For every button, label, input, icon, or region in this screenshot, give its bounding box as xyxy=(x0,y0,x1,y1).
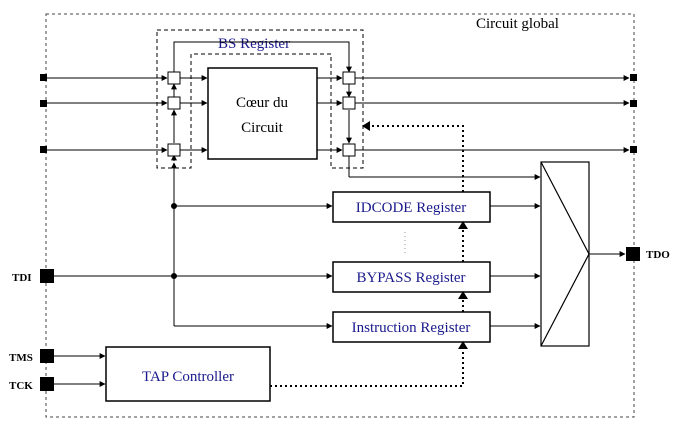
left-bs-cells xyxy=(167,71,181,157)
input-pin-1 xyxy=(40,74,47,81)
right-bs-cells xyxy=(342,71,356,157)
bs-chain-wires xyxy=(171,41,352,161)
bs-cell xyxy=(167,143,181,157)
instruction-register-label: Instruction Register xyxy=(352,320,471,336)
tap-inputs xyxy=(54,353,106,387)
input-lines xyxy=(47,75,168,153)
bs-cell xyxy=(342,96,356,110)
tdi-wiring xyxy=(54,162,333,329)
core-circuit-box xyxy=(207,67,318,160)
tdo-pin xyxy=(626,247,640,261)
circuit-global-boundary xyxy=(45,13,635,418)
bs-cell xyxy=(167,71,181,85)
core-circuit-line1: Cœur du xyxy=(236,95,289,111)
tck-pin xyxy=(40,377,54,391)
cells-to-core xyxy=(180,75,208,153)
output-lines xyxy=(355,75,630,153)
bs-cell xyxy=(167,96,181,110)
bs-cell xyxy=(342,143,356,157)
idcode-register-box xyxy=(332,191,491,223)
bs-cell xyxy=(342,71,356,85)
output-pin-3 xyxy=(630,146,637,153)
tdi-pin xyxy=(40,269,54,283)
tap-controller-box xyxy=(105,346,271,402)
circuit-global-label: Circuit global xyxy=(476,16,559,32)
tdo-label: TDO xyxy=(646,249,670,261)
tms-pin xyxy=(40,349,54,363)
bs-register-label: BS Register xyxy=(218,36,290,52)
core-to-cells xyxy=(317,75,343,153)
output-pins xyxy=(630,74,637,153)
tap-control-lines xyxy=(270,125,464,387)
registers-to-mux xyxy=(490,203,541,329)
tms-label: TMS xyxy=(9,352,33,364)
tap-controller-label: TAP Controller xyxy=(142,369,234,385)
input-pin-3 xyxy=(40,146,47,153)
bs-register-outline xyxy=(156,29,364,169)
input-pins xyxy=(40,74,47,153)
output-multiplexer xyxy=(540,161,590,347)
output-pin-2 xyxy=(630,100,637,107)
tdi-label: TDI xyxy=(12,272,32,284)
junction-dot xyxy=(171,273,177,279)
idcode-register-label: IDCODE Register xyxy=(356,200,466,216)
bypass-register-box xyxy=(332,261,491,293)
core-circuit-line2: Circuit xyxy=(241,120,283,136)
instruction-register-box xyxy=(332,311,491,343)
input-pin-2 xyxy=(40,100,47,107)
tck-label: TCK xyxy=(9,380,33,392)
output-pin-1 xyxy=(630,74,637,81)
bypass-register-label: BYPASS Register xyxy=(356,270,465,286)
junction-dot xyxy=(171,203,177,209)
tap-control-arrowheads xyxy=(362,121,468,349)
